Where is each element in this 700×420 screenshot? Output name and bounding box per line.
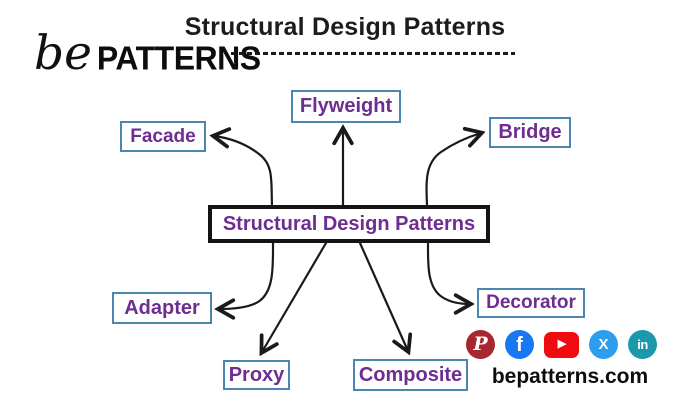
brand-logo: be PATTERNS [34, 30, 261, 77]
diagram-node-adapter: Adapter [112, 292, 212, 324]
diagram-node-flyweight: Flyweight [291, 90, 401, 123]
social-icons-row: P f ▶ X in [466, 330, 657, 359]
diagram-node-decorator: Decorator [477, 288, 585, 318]
x-icon[interactable]: X [589, 330, 618, 359]
youtube-icon[interactable]: ▶ [544, 331, 579, 358]
arrow-to-proxy [262, 241, 328, 352]
diagram-node-proxy: Proxy [223, 360, 290, 390]
diagram-center-node: Structural Design Patterns [208, 205, 490, 243]
diagram-node-bridge: Bridge [489, 117, 571, 148]
logo-script-text: be [34, 26, 92, 81]
arrow-to-facade [214, 136, 274, 207]
facebook-icon[interactable]: f [505, 330, 534, 359]
linkedin-icon[interactable]: in [628, 330, 657, 359]
title-underline-divider [231, 52, 515, 55]
logo-word-text: PATTERNS [96, 39, 261, 77]
arrow-to-composite [358, 241, 408, 351]
arrow-to-decorator [426, 241, 470, 304]
arrow-to-bridge [425, 133, 481, 207]
diagram-node-composite: Composite [353, 359, 468, 391]
website-url: bepatterns.com [491, 365, 649, 388]
diagram-node-facade: Facade [120, 121, 206, 152]
arrow-to-adapter [219, 241, 275, 309]
page-title: Structural Design Patterns [184, 13, 506, 41]
pinterest-icon[interactable]: P [466, 330, 495, 359]
